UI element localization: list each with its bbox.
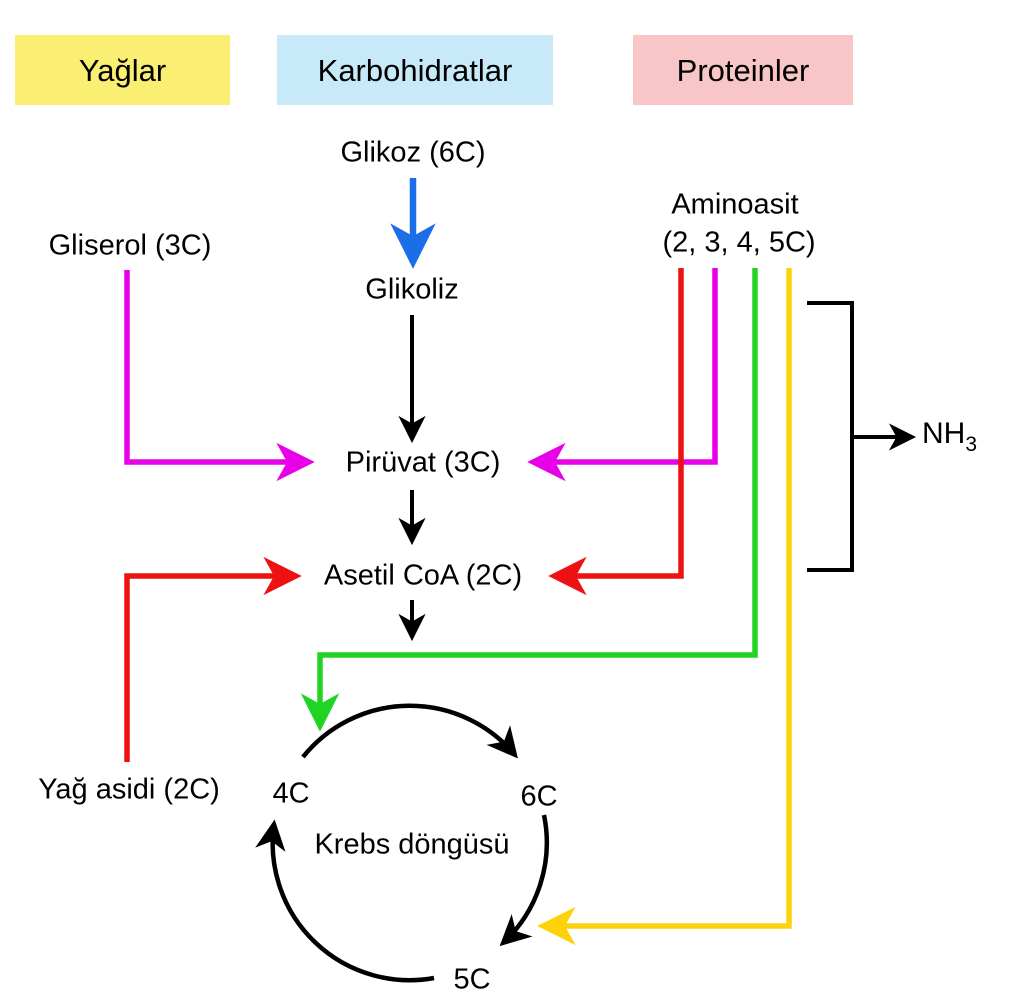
krebs-arc-4c-to-6c: [301, 703, 518, 759]
fatty-acid-label: Yağ asidi (2C): [38, 773, 220, 806]
carbohydrates-box: Karbohidratlar: [277, 35, 553, 105]
glycerol-label: Gliserol (3C): [48, 229, 212, 262]
deamination-bracket: [807, 301, 854, 572]
aminoacid-label-line2: (2, 3, 4, 5C): [662, 226, 816, 259]
nh3-subscript: 3: [965, 433, 978, 456]
fats-box: Yağlar: [15, 35, 230, 105]
nh3-label: NH3: [922, 417, 978, 456]
glycolysis-label: Glikoliz: [365, 273, 459, 306]
pyruvate-label: Pirüvat (3C): [345, 446, 501, 479]
glucose-label: Glikoz (6C): [340, 136, 486, 169]
aminoacid-to-krebs-arrow: [300, 268, 758, 732]
aminoacid-to-krebs-5c-arrow: [537, 268, 792, 946]
fattyacid-to-acetylcoa-arrow: [124, 556, 302, 762]
fats-box-label: Yağlar: [78, 52, 167, 88]
krebs-arc-5c-to-4c: [255, 819, 435, 983]
aminoacid-to-acetylcoa-arrow: [548, 268, 684, 596]
proteins-box: Proteinler: [633, 35, 853, 105]
krebs-5c-label: 5C: [453, 963, 491, 996]
krebs-4c-label: 4C: [272, 777, 310, 810]
glycerol-to-pyruvate-arrow: [124, 270, 315, 482]
proteins-box-label: Proteinler: [676, 52, 810, 88]
aminoacid-label-line1: Aminoasit: [671, 188, 799, 221]
nh3-base: NH: [922, 417, 966, 450]
krebs-6c-label: 6C: [520, 780, 558, 813]
krebs-arc-6c-to-5c: [499, 814, 550, 947]
krebs-cycle-label: Krebs döngüsü: [314, 828, 510, 861]
acetyl-coa-label: Asetil CoA (2C): [323, 559, 523, 592]
carbohydrates-box-label: Karbohidratlar: [317, 52, 513, 88]
aminoacid-to-pyruvate-arrow: [527, 268, 718, 482]
